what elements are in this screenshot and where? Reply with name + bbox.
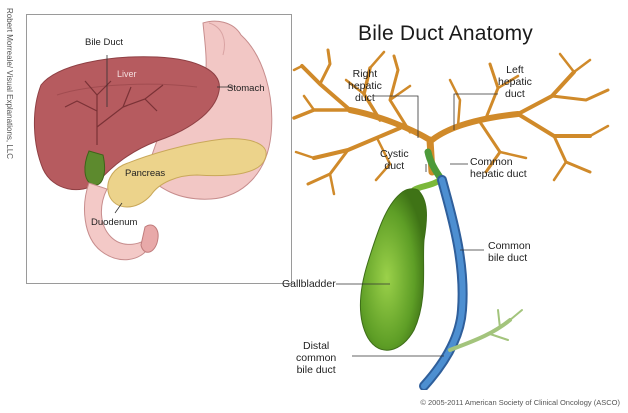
pancreas-shape (107, 138, 267, 208)
hepatic-duct-tree (292, 48, 610, 196)
leader-lines (336, 93, 498, 357)
gallbladder-shape (360, 188, 427, 351)
duodenum-opening (140, 224, 159, 253)
illustrator-credit: Robert Morreale/ Visual Explanations, LL… (2, 8, 16, 168)
illustrator-credit-text: Robert Morreale/ Visual Explanations, LL… (5, 8, 14, 160)
copyright-notice: © 2005-2011 American Society of Clinical… (420, 398, 620, 407)
label-common-bile-duct: Common bile duct (488, 240, 531, 264)
inset-label-liver: Liver (117, 69, 137, 79)
pancreatic-duct-shape (448, 309, 523, 352)
anatomy-inset: Bile Duct Liver Stomach Pancreas Duodenu… (26, 14, 292, 284)
inset-label-duodenum: Duodenum (91, 217, 138, 228)
inset-illustration (34, 20, 273, 261)
label-left-hepatic-duct: Left hepatic duct (498, 64, 532, 100)
label-common-hepatic-duct: Common hepatic duct (470, 156, 527, 180)
label-gallbladder: Gallbladder (282, 278, 336, 290)
cystic-duct-shape (411, 177, 443, 193)
inset-label-stomach: Stomach (227, 83, 265, 94)
liver-shape (34, 56, 220, 191)
inset-label-bile-duct: Bile Duct (85, 37, 124, 48)
gallbladder-inset (84, 150, 106, 186)
label-cystic-duct: Cystic duct (380, 148, 409, 172)
diagram-title: Bile Duct Anatomy (358, 22, 533, 45)
bile-duct-diagram (292, 48, 610, 390)
inset-label-pancreas: Pancreas (125, 168, 166, 179)
label-distal-common-bile-duct: Distal common bile duct (296, 340, 337, 376)
label-right-hepatic-duct: Right hepatic duct (348, 68, 382, 104)
common-bile-duct-shape (419, 175, 468, 390)
